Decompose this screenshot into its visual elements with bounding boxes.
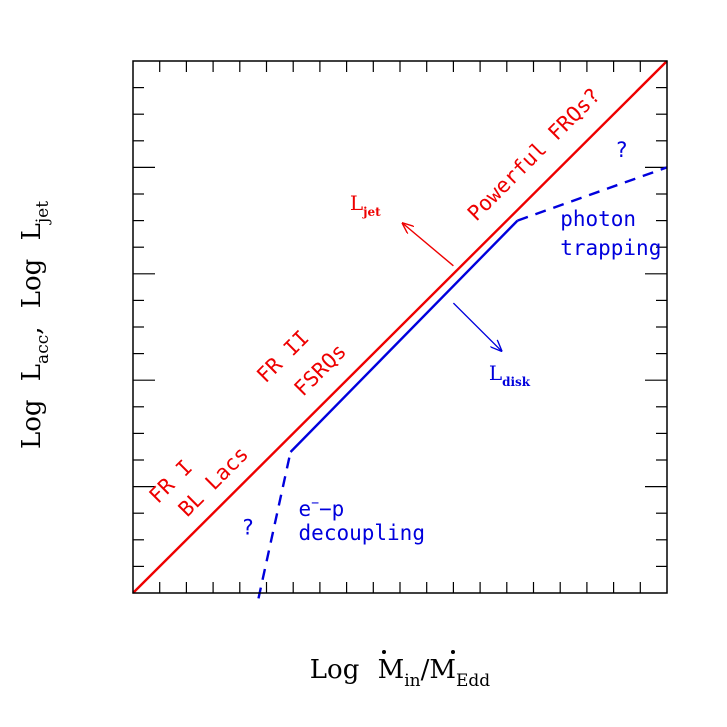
series-line-disk-high bbox=[517, 166, 668, 222]
x-axis-slash: / bbox=[421, 655, 430, 685]
y-axis-comma: , bbox=[17, 326, 47, 334]
series-line-disk bbox=[289, 219, 519, 453]
y-axis-L2: L bbox=[17, 223, 47, 240]
annotation-trapping: trapping bbox=[560, 236, 661, 260]
series-group bbox=[132, 60, 668, 599]
y-axis-log1: Log bbox=[17, 399, 47, 449]
annotation-photon: photon bbox=[560, 207, 636, 231]
y-axis-sub2: jet bbox=[33, 201, 53, 225]
x-axis-numerator-sub: in bbox=[404, 671, 420, 691]
annotation-ljet-label-main: L bbox=[350, 191, 363, 215]
annotation-ep-coupling: e−−p bbox=[299, 496, 345, 521]
y-axis-L1: L bbox=[17, 364, 47, 381]
y-axis-log2: Log bbox=[17, 259, 47, 309]
arrow-ldisk bbox=[452, 302, 501, 351]
plot-frame bbox=[132, 60, 668, 594]
series-line-disk-low bbox=[257, 451, 292, 599]
axis-ticks bbox=[133, 61, 667, 593]
x-axis-denominator: M bbox=[429, 655, 456, 685]
series-line-jet bbox=[132, 60, 668, 594]
arrow-ljet bbox=[403, 223, 454, 267]
annotation-ldisk-label-sub: disk bbox=[502, 375, 531, 389]
x-axis-dot-numerator bbox=[382, 650, 386, 654]
x-axis-numerator: M bbox=[378, 655, 405, 685]
x-axis-label: Log Min/MEdd bbox=[310, 655, 491, 691]
annotation-frqs: Powerful FRQs? bbox=[463, 83, 605, 225]
annotation-q-low: ? bbox=[241, 515, 254, 539]
annotation-decoupling: decoupling bbox=[299, 521, 425, 545]
ep-sup: − bbox=[311, 496, 319, 511]
ep-e: e bbox=[299, 497, 312, 521]
x-axis-denominator-sub: Edd bbox=[456, 671, 490, 691]
x-axis-dot-denominator bbox=[451, 650, 455, 654]
ep-rest: −p bbox=[319, 497, 344, 521]
annotation-ljet-label-sub: jet bbox=[362, 205, 381, 219]
x-axis-log: Log bbox=[310, 655, 360, 685]
y-axis-sub1: acc bbox=[33, 335, 53, 364]
annotation-ljet-label: Ljet bbox=[350, 191, 381, 219]
y-axis-label: Log Lacc, Log Ljet bbox=[17, 201, 53, 449]
annotation-ldisk-label-main: L bbox=[489, 361, 502, 385]
annotation-ldisk-label: Ldisk bbox=[489, 361, 531, 389]
annotation-q-high: ? bbox=[615, 138, 628, 162]
arrow-group bbox=[403, 223, 502, 351]
